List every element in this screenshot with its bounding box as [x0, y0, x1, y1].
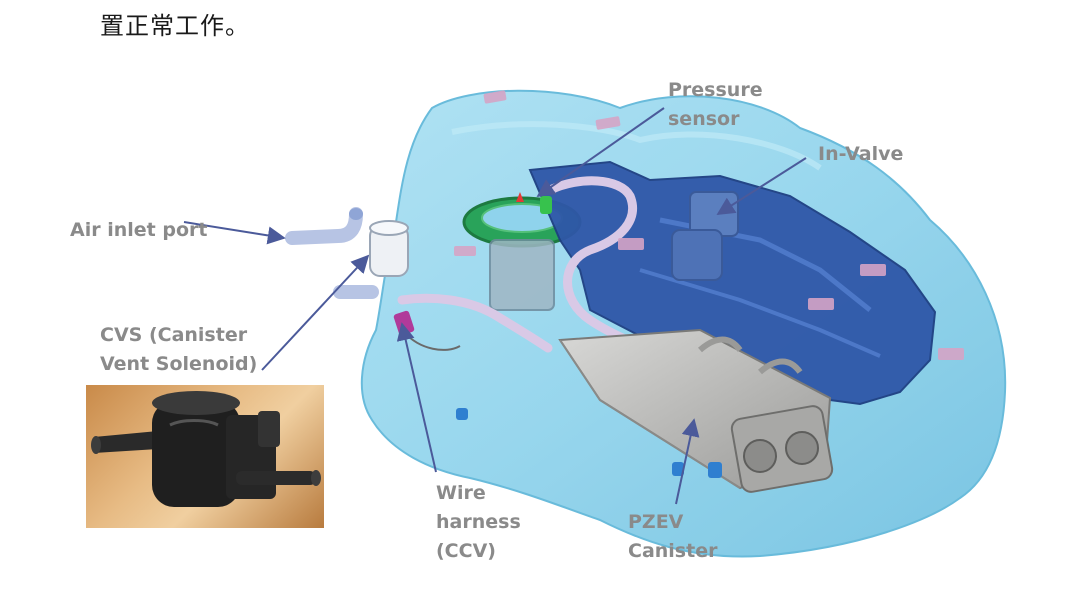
label-pressure-sensor: Pressure sensor [668, 79, 763, 130]
arrow-pressure-sensor [536, 107, 665, 198]
label-air-inlet-port: Air inlet port [70, 219, 208, 241]
air-inlet-pipe [285, 207, 363, 245]
arrow-cvs [261, 254, 370, 371]
arrow-pzev [675, 418, 700, 505]
label-pzev-canister: PZEV Canister [628, 511, 718, 562]
pzev-canister-part [558, 328, 834, 493]
label-wire-harness: Wire harness (CCV) [436, 482, 521, 562]
cvs-photo-drawing [91, 391, 321, 507]
cvs-photo [86, 385, 324, 528]
tank-mounting-pads [454, 90, 964, 360]
arrow-wire-harness [396, 322, 437, 473]
label-in-valve: In-Valve [818, 143, 904, 165]
arrow-air-inlet [183, 221, 286, 245]
label-cvs: CVS (Canister Vent Solenoid) [100, 324, 258, 375]
caption-text: 置正常工作。 [100, 12, 250, 40]
arrow-in-valve [716, 157, 807, 215]
tank-feet [456, 408, 722, 478]
callout-arrows [183, 107, 807, 505]
